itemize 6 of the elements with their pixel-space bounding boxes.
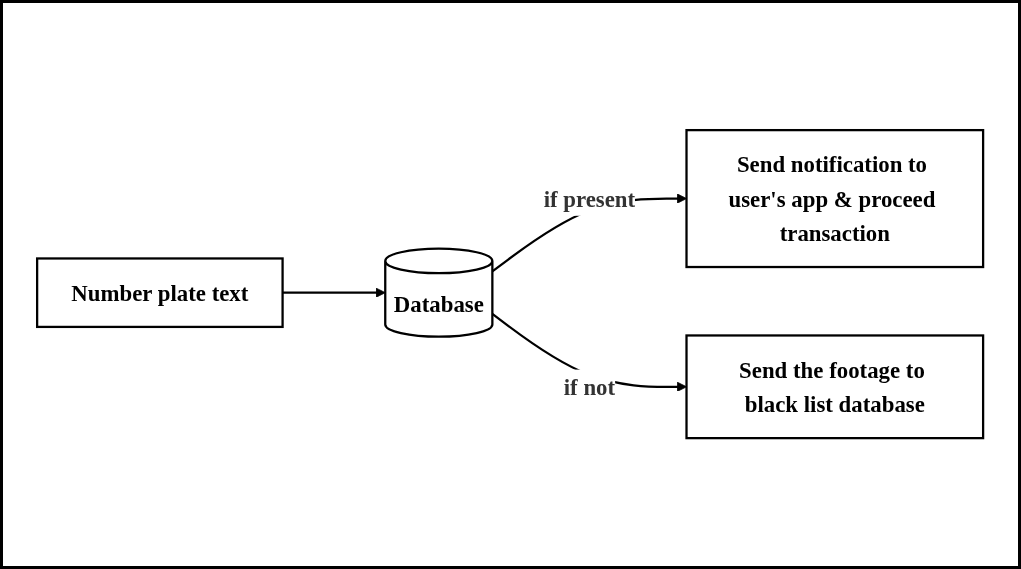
node-box: Send notification to user's app & proceed transaction bbox=[685, 129, 985, 269]
arrow bbox=[282, 288, 387, 299]
edge-label: if not bbox=[564, 374, 616, 400]
edge-label: if present bbox=[544, 186, 636, 212]
node-box: Number plate text bbox=[36, 257, 285, 329]
node-box: Send the footage to black list database bbox=[685, 334, 985, 440]
